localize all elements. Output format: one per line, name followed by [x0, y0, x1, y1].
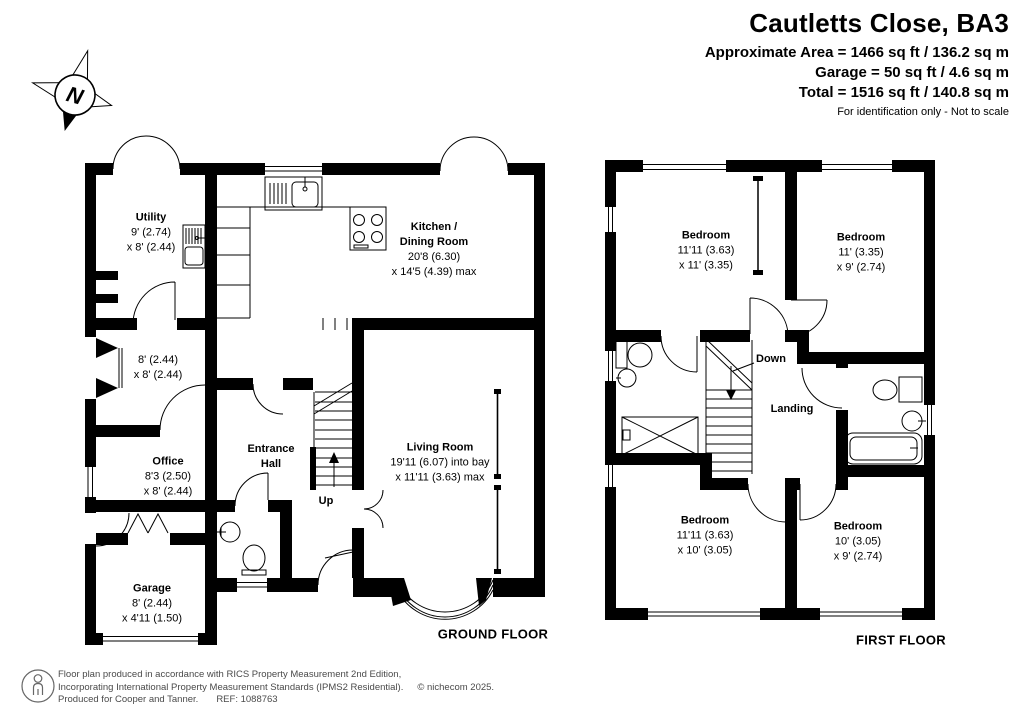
stairs-up-label: Up — [318, 495, 334, 507]
total-area: Total = 1516 sq ft / 140.8 sq m — [798, 84, 1009, 101]
room-label-bedroom-bottom-left: Bedroom 11'11 (3.63) x 10' (3.05) — [676, 514, 734, 557]
header: Cautletts Close, BA3 Approximate Area = … — [705, 8, 1009, 118]
up-arrow-icon — [329, 452, 339, 463]
footer-line-2: Incorporating International Property Mea… — [58, 681, 495, 693]
room-label-bedroom-top-left: Bedroom 11'11 (3.63) x 11' (3.35) — [677, 229, 735, 272]
room-label-utility: Utility 9' (2.74) x 8' (2.44) — [126, 211, 176, 254]
hob-fixture — [349, 206, 387, 251]
wc-fixtures — [217, 521, 267, 576]
room-label-bedroom-bottom-right: Bedroom 10' (3.05) x 9' (2.74) — [833, 520, 883, 563]
bathroom-fixtures — [844, 376, 926, 465]
room-label-garage: Garage 8' (2.44) x 4'11 (1.50) — [122, 582, 182, 625]
room-label-8x8: 8' (2.44) x 8' (2.44) — [133, 354, 183, 381]
area-summary: Approximate Area = 1466 sq ft / 136.2 sq… — [705, 43, 1009, 103]
room-label-living-room: Living Room 19'11 (6.07) into bay x 11'1… — [390, 441, 490, 484]
shower-room-fixtures — [615, 340, 699, 456]
person-icon — [21, 669, 55, 703]
living-room-window-ticks — [494, 389, 501, 574]
stairs-down — [705, 338, 755, 474]
ground-floor-plan — [85, 135, 545, 645]
copyright-text: © nichecom 2025. — [417, 681, 495, 693]
room-label-bedroom-top-right: Bedroom 11' (3.35) x 9' (2.74) — [836, 231, 886, 274]
footer: Floor plan produced in accordance with R… — [58, 669, 494, 707]
ground-floor-doors — [95, 135, 509, 586]
first-floor-walls — [605, 160, 935, 620]
room-label-office: Office 8'3 (2.50) x 8' (2.44) — [143, 455, 193, 498]
kitchen-sink-fixture — [264, 176, 323, 211]
ground-floor-walls — [85, 163, 545, 645]
first-floor-plan — [605, 160, 935, 620]
page-title: Cautletts Close, BA3 — [749, 8, 1009, 38]
stairs-down-label: Down — [756, 353, 786, 365]
first-floor-caption: FIRST FLOOR — [856, 632, 946, 648]
french-doors-icon — [96, 338, 118, 398]
stairs-up — [313, 318, 353, 487]
utility-sink-fixture — [182, 224, 206, 269]
first-floor-doors — [660, 297, 843, 523]
compass-icon: N — [31, 48, 113, 131]
down-arrow-icon — [726, 390, 736, 400]
ground-floor-caption: GROUND FLOOR — [437, 626, 549, 642]
ground-floor-windows — [87, 166, 499, 642]
landing-label: Landing — [770, 403, 814, 415]
footer-line-3: Produced for Cooper and Tanner.REF: 1088… — [58, 694, 278, 705]
disclaimer-note: For identification only - Not to scale — [837, 106, 1009, 118]
garage-area: Garage = 50 sq ft / 4.6 sq m — [815, 64, 1009, 81]
reference-number: REF: 1088763 — [216, 694, 278, 705]
approximate-area: Approximate Area = 1466 sq ft / 136.2 sq… — [704, 44, 1009, 61]
room-label-kitchen-dining: Kitchen / Dining Room 20'8 (6.30) x 14'5… — [391, 221, 477, 278]
footer-line-1: Floor plan produced in accordance with R… — [58, 669, 402, 680]
room-label-entrance-hall: Entrance Hall — [247, 443, 295, 470]
first-floor-windows — [608, 164, 932, 617]
bay-window-icon — [396, 579, 494, 620]
kitchen-counter — [217, 206, 350, 319]
